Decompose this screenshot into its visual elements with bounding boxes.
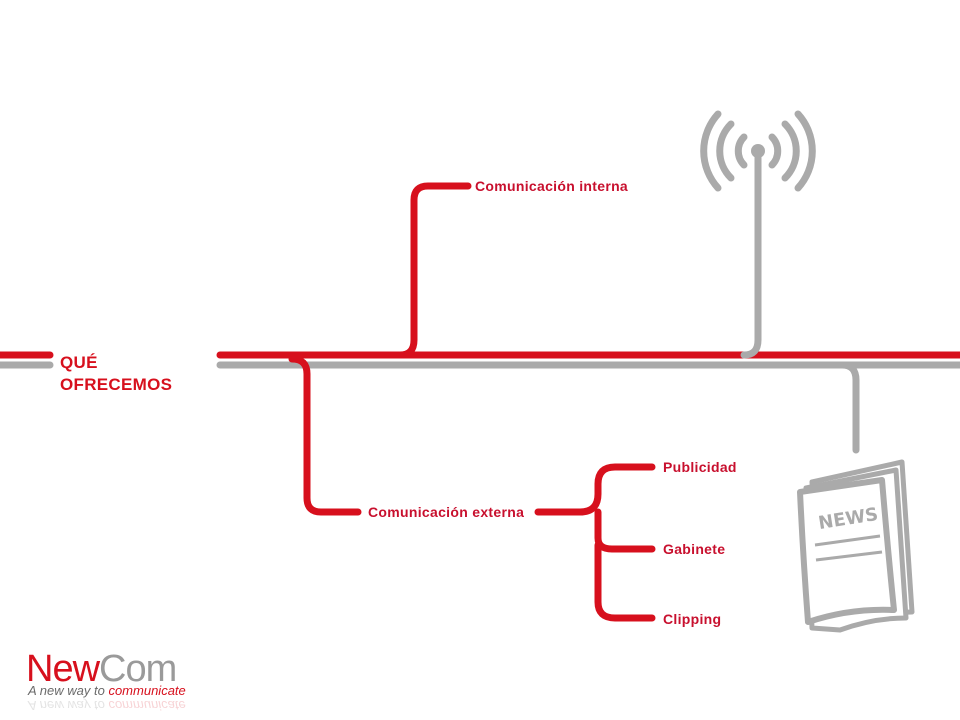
brace-gabinete xyxy=(594,508,656,553)
antenna-icon xyxy=(700,110,816,359)
title-line-2: OFRECEMOS xyxy=(60,375,173,394)
logo-reflection-b: communicate xyxy=(108,698,186,713)
label-publicidad: Publicidad xyxy=(663,459,737,475)
brace-connector xyxy=(534,463,656,516)
title-line-1: QUÉ xyxy=(60,353,98,372)
logo-brand-com: Com xyxy=(99,648,177,690)
logo-tagline: A new way to communicate xyxy=(28,684,186,698)
logo-tagline-b: communicate xyxy=(108,683,186,698)
brace-clipping xyxy=(594,541,656,622)
newspaper-icon: NEWS xyxy=(797,361,915,633)
page-title: QUÉ OFRECEMOS xyxy=(60,352,220,396)
label-comunicacion-interna: Comunicación interna xyxy=(475,178,629,194)
label-clipping: Clipping xyxy=(663,611,722,627)
branch-externa xyxy=(288,355,362,516)
logo-tagline-reflection: A new way to communicate xyxy=(28,698,186,713)
label-gabinete: Gabinete xyxy=(663,541,726,557)
branch-interna xyxy=(396,182,472,359)
label-comunicacion-externa: Comunicación externa xyxy=(368,504,525,520)
logo-reflection-a: A new way to xyxy=(28,698,109,713)
newcom-logo: NewCom A new way to communicate A new wa… xyxy=(22,648,232,713)
logo-wordmark: NewCom xyxy=(26,648,177,690)
logo-tagline-a: A new way to xyxy=(28,683,109,698)
logo-brand-new: New xyxy=(26,648,100,690)
